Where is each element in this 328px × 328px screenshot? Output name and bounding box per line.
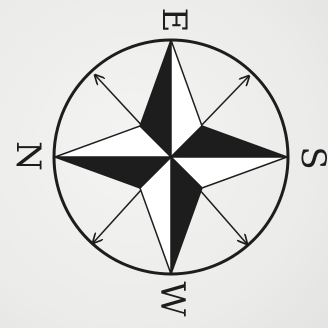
cardinal-letter-bottom: W [152, 282, 192, 317]
cardinal-letter-right: S [293, 146, 328, 169]
compass-star [55, 40, 287, 274]
cardinal-letter-left: N [8, 141, 48, 171]
cardinal-letter-top: E [154, 8, 194, 33]
